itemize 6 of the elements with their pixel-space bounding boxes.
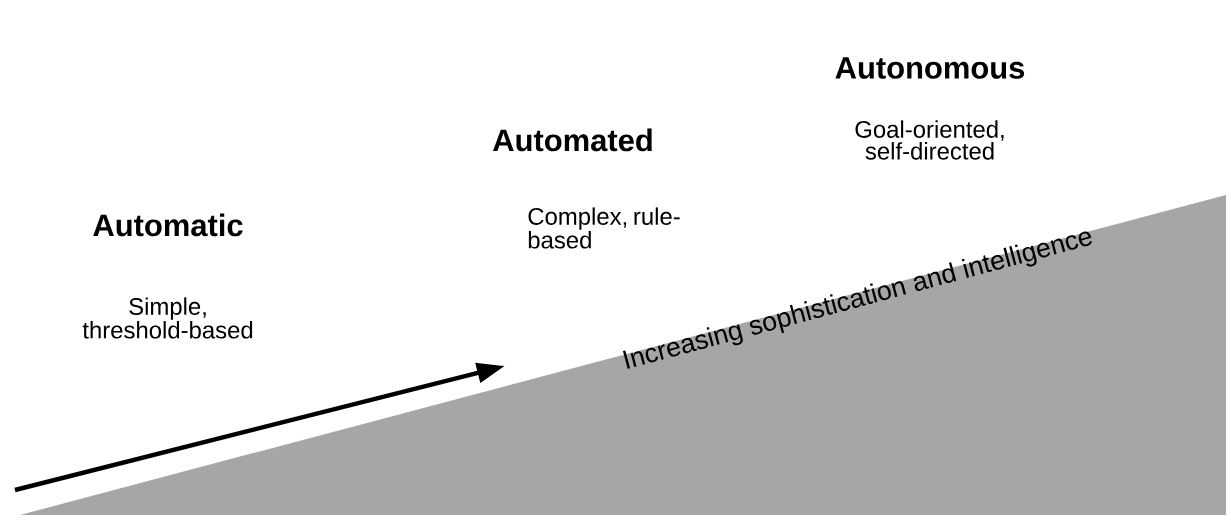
- level-description: Goal-oriented, self-directed: [855, 120, 1004, 160]
- level-description: Simple, threshold-based: [82, 297, 253, 339]
- level-description: Complex, rule-based: [528, 207, 680, 249]
- level-heading: Automated: [493, 128, 652, 152]
- level-heading: Autonomous: [835, 57, 1025, 79]
- level-heading: Automatic: [93, 213, 243, 237]
